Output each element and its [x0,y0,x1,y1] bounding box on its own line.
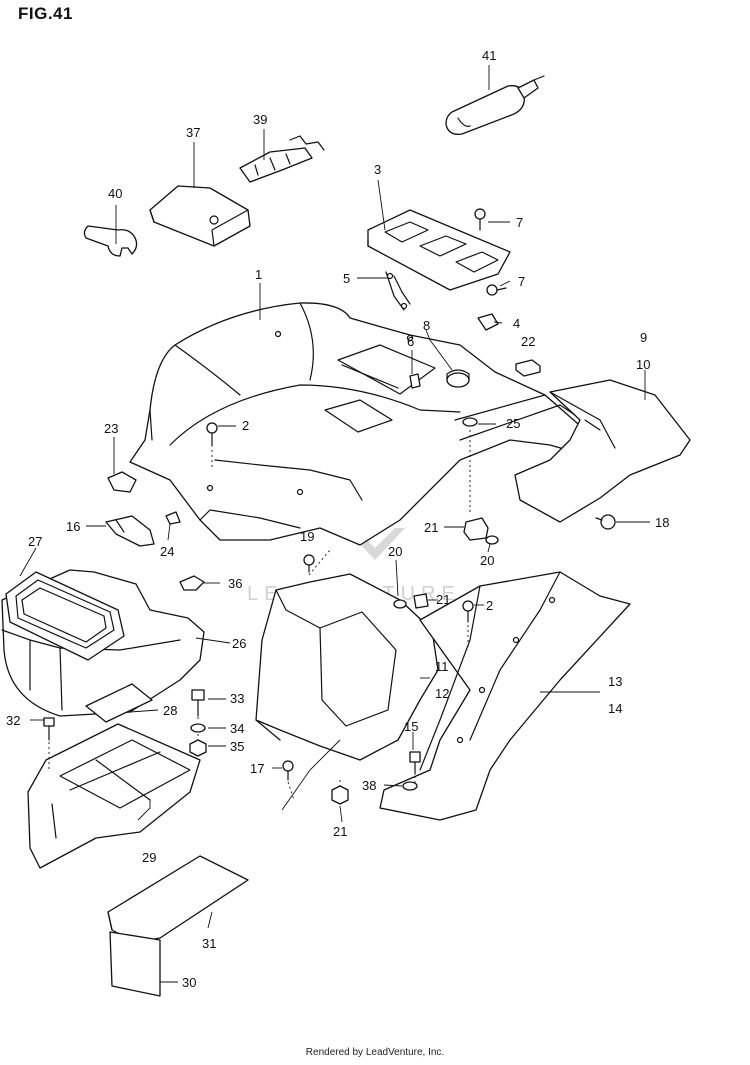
callout-36: 36 [228,576,242,591]
callout-30: 30 [182,975,196,990]
part-41-grip [445,75,545,135]
callout-37: 37 [186,125,200,140]
callout-labels: 41 39 37 40 3 7 1 5 7 4 8 9 22 6 10 25 2… [6,48,669,990]
figure-title: FIG.41 [18,4,73,23]
misc-fasteners [206,417,616,805]
callout-29: 29 [142,850,156,865]
callout-24: 24 [160,544,174,559]
part-23-pad [107,471,137,493]
callout-15: 15 [404,719,418,734]
callout-2a: 2 [242,418,249,433]
callout-5: 5 [343,271,350,286]
callout-25: 25 [506,416,520,431]
callout-14-label: 14 [608,701,622,716]
callout-3: 3 [374,162,381,177]
callout-2b: 2 [486,598,493,613]
part-22-block [515,359,541,377]
part-16-plate [105,515,155,547]
callout-13: 13 [608,674,622,689]
callout-22: 22 [521,334,535,349]
callout-39: 39 [253,112,267,127]
callout-8: 8 [423,318,430,333]
callout-32: 32 [6,713,20,728]
part-36-pad [179,575,205,591]
part-3-rack [367,209,511,291]
callout-1: 1 [255,267,262,282]
callout-9: 9 [640,330,647,345]
callout-20a: 20 [388,544,402,559]
part-30-flap [109,931,161,997]
callout-7a: 7 [516,215,523,230]
callout-31: 31 [202,936,216,951]
part-35-nut [189,739,207,757]
part-9-10-flap [514,379,691,523]
callout-10: 10 [636,357,650,372]
part-11-12-mudguard [255,573,439,761]
callout-21c: 21 [333,824,347,839]
callout-16: 16 [66,519,80,534]
callout-11: 11 [435,659,449,674]
part-7-bolts [474,208,507,296]
callout-27: 27 [28,534,42,549]
callout-12: 12 [435,686,449,701]
callout-4: 4 [513,316,520,331]
callout-7b: 7 [518,274,525,289]
callout-20b: 20 [480,553,494,568]
part-34-washer [190,723,206,733]
callout-17: 17 [250,761,264,776]
callout-21a: 21 [424,520,438,535]
footer-credit: Rendered by LeadVenture, Inc. [305,1047,445,1058]
leader-lines [19,65,650,983]
callout-18: 18 [655,515,669,530]
part-8-cap [446,369,470,388]
assembly-lines [48,430,471,801]
callout-26: 26 [232,636,246,651]
callout-19: 19 [300,529,314,544]
callout-21b: 21 [436,592,450,607]
callout-33: 33 [230,691,244,706]
part-24-clip [165,511,181,525]
part-29-panel [27,723,201,869]
part-5-bracket [385,271,411,311]
part-6-grommet [409,373,421,389]
part-37-pouch [149,185,251,247]
callout-28: 28 [163,703,177,718]
callout-41: 41 [482,48,496,63]
part-40-wrench [83,225,138,257]
callout-38: 38 [362,778,376,793]
callout-35: 35 [230,739,244,754]
callout-40: 40 [108,186,122,201]
part-28-bracket [85,683,153,723]
part-32-bolt [43,717,55,741]
part-31-cover [107,855,249,941]
part-39-strap [239,135,325,183]
part-26-box [1,569,205,717]
part-1-rear-fender [129,302,586,546]
part-13-14-sideguard [379,571,631,821]
callout-23: 23 [104,421,118,436]
callout-34: 34 [230,721,244,736]
part-4-clip [477,313,499,331]
callout-6-label: 6 [407,334,414,349]
